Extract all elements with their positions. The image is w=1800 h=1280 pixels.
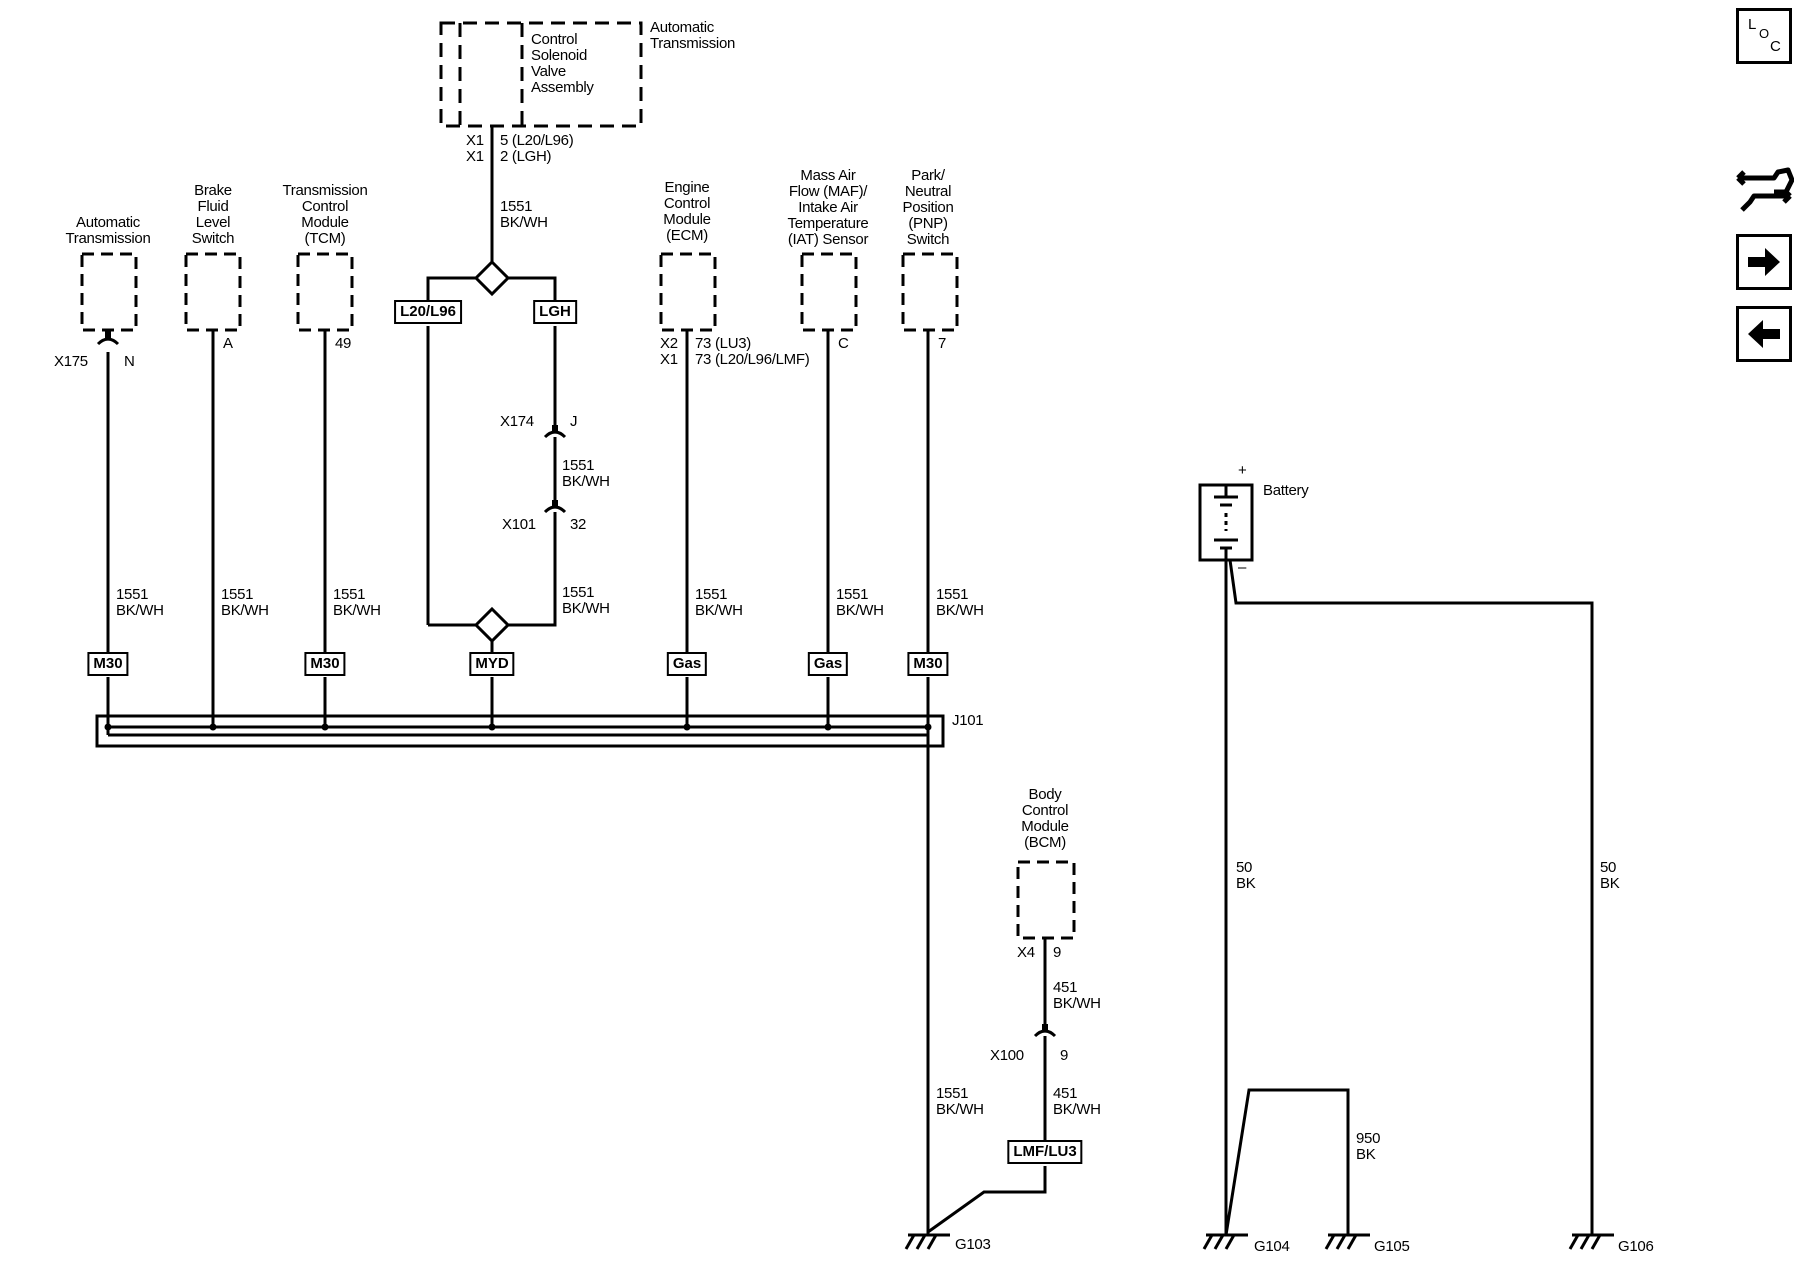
wire-label: 1551 BK/WH — [562, 584, 610, 617]
splice-diamond-top — [473, 259, 511, 297]
battery-label: Battery — [1263, 482, 1309, 499]
pnp-box — [901, 252, 959, 332]
ecm-connector: X2 X1 — [660, 335, 678, 368]
wire-label: 451 BK/WH — [1053, 1085, 1101, 1118]
wire-label: 50 BK — [1600, 859, 1620, 892]
x174-pin: J — [570, 413, 578, 430]
option-label-myd: MYD — [469, 652, 515, 676]
wire-label: 50 BK — [1236, 859, 1256, 892]
option-label-gas: Gas — [666, 652, 708, 676]
splice-label: J101 — [952, 712, 984, 729]
x101-connector: X101 — [502, 516, 536, 533]
battery-minus: – — [1238, 559, 1247, 576]
loc-letter-l: L — [1748, 16, 1757, 33]
ecm-label: Engine Control Module (ECM) — [663, 179, 711, 244]
option-label-gas: Gas — [807, 652, 849, 676]
ecm-pins: 73 (LU3) 73 (L20/L96/LMF) — [695, 335, 810, 368]
loc-icon: L O C — [1739, 11, 1789, 61]
csva-pins: 5 (L20/L96) 2 (LGH) — [500, 132, 574, 165]
maf-box — [800, 252, 858, 332]
pnp-label: Park/ Neutral Position (PNP) Switch — [902, 167, 954, 248]
x175-pin: N — [124, 353, 135, 370]
connector-swap-icon — [1736, 167, 1795, 212]
x100-connector: X100 — [990, 1047, 1024, 1064]
ground-label-g106: G106 — [1618, 1238, 1654, 1255]
option-label-lgh: LGH — [533, 300, 577, 324]
wire-label: 950 BK — [1356, 1130, 1381, 1163]
wire-label: 451 BK/WH — [1053, 979, 1101, 1012]
csva-connector: X1 X1 — [466, 132, 484, 165]
maf-label: Mass Air Flow (MAF)/ Intake Air Temperat… — [787, 167, 869, 248]
bfls-pin: A — [223, 335, 233, 352]
maf-pin: C — [838, 335, 849, 352]
bfls-label: Brake Fluid Level Switch — [191, 182, 235, 247]
tcm-box — [296, 252, 354, 332]
wire-label: 1551 BK/WH — [500, 198, 548, 231]
ground-label-g104: G104 — [1254, 1238, 1290, 1255]
loc-letter-o: O — [1759, 26, 1770, 41]
option-label-m30: M30 — [304, 652, 346, 676]
ecm-box — [659, 252, 717, 332]
ground-g105-icon — [1324, 1233, 1370, 1250]
wire-label: 1551 BK/WH — [695, 586, 743, 619]
x101-pin: 32 — [570, 516, 587, 533]
csva-component-box — [439, 21, 643, 128]
wire-label: 1551 BK/WH — [221, 586, 269, 619]
auto-trans-box — [80, 252, 138, 332]
auto-trans-label: Automatic Transmission — [65, 214, 151, 247]
wire-label: 1551 BK/WH — [562, 457, 610, 490]
x100-pin: 9 — [1060, 1047, 1069, 1064]
battery-plus: + — [1238, 462, 1247, 479]
next-button[interactable] — [1736, 234, 1792, 290]
ground-g106-icon — [1568, 1233, 1614, 1250]
tcm-pin: 49 — [335, 335, 352, 352]
option-label-l20-l96: L20/L96 — [394, 300, 462, 324]
wire-label: 1551 BK/WH — [936, 1085, 984, 1118]
wire-label: 1551 BK/WH — [936, 586, 984, 619]
connector-swap-button[interactable] — [1734, 162, 1795, 218]
x174-connector: X174 — [500, 413, 534, 430]
splice-diamond-bottom — [473, 606, 511, 644]
wire-label: 1551 BK/WH — [333, 586, 381, 619]
ground-g103-icon — [904, 1233, 950, 1250]
bfls-box — [184, 252, 242, 332]
ground-label-g105: G105 — [1374, 1238, 1410, 1255]
option-label-lmf-lu3: LMF/LU3 — [1007, 1140, 1083, 1164]
bcm-pin: 9 — [1053, 944, 1062, 961]
previous-button[interactable] — [1736, 306, 1792, 362]
option-label-m30: M30 — [87, 652, 129, 676]
x175-connector: X175 — [54, 353, 88, 370]
csva-label: Control Solenoid Valve Assembly — [531, 31, 594, 96]
loc-button[interactable]: L O C — [1736, 8, 1792, 64]
next-arrow-icon — [1748, 248, 1780, 276]
ground-label-g103: G103 — [955, 1236, 991, 1253]
ground-g104-icon — [1202, 1233, 1248, 1250]
tcm-label: Transmission Control Module (TCM) — [282, 182, 368, 247]
splice-pack-j101 — [95, 714, 945, 748]
bcm-label: Body Control Module (BCM) — [1021, 786, 1069, 851]
bcm-box — [1016, 860, 1076, 940]
wire-label: 1551 BK/WH — [836, 586, 884, 619]
option-label-m30: M30 — [907, 652, 949, 676]
previous-arrow-icon — [1748, 320, 1780, 348]
bcm-connector: X4 — [1017, 944, 1035, 961]
loc-letter-c: C — [1770, 38, 1781, 55]
pnp-pin: 7 — [938, 335, 947, 352]
auto-trans-top-label: Automatic Transmission — [650, 19, 736, 52]
wire-label: 1551 BK/WH — [116, 586, 164, 619]
